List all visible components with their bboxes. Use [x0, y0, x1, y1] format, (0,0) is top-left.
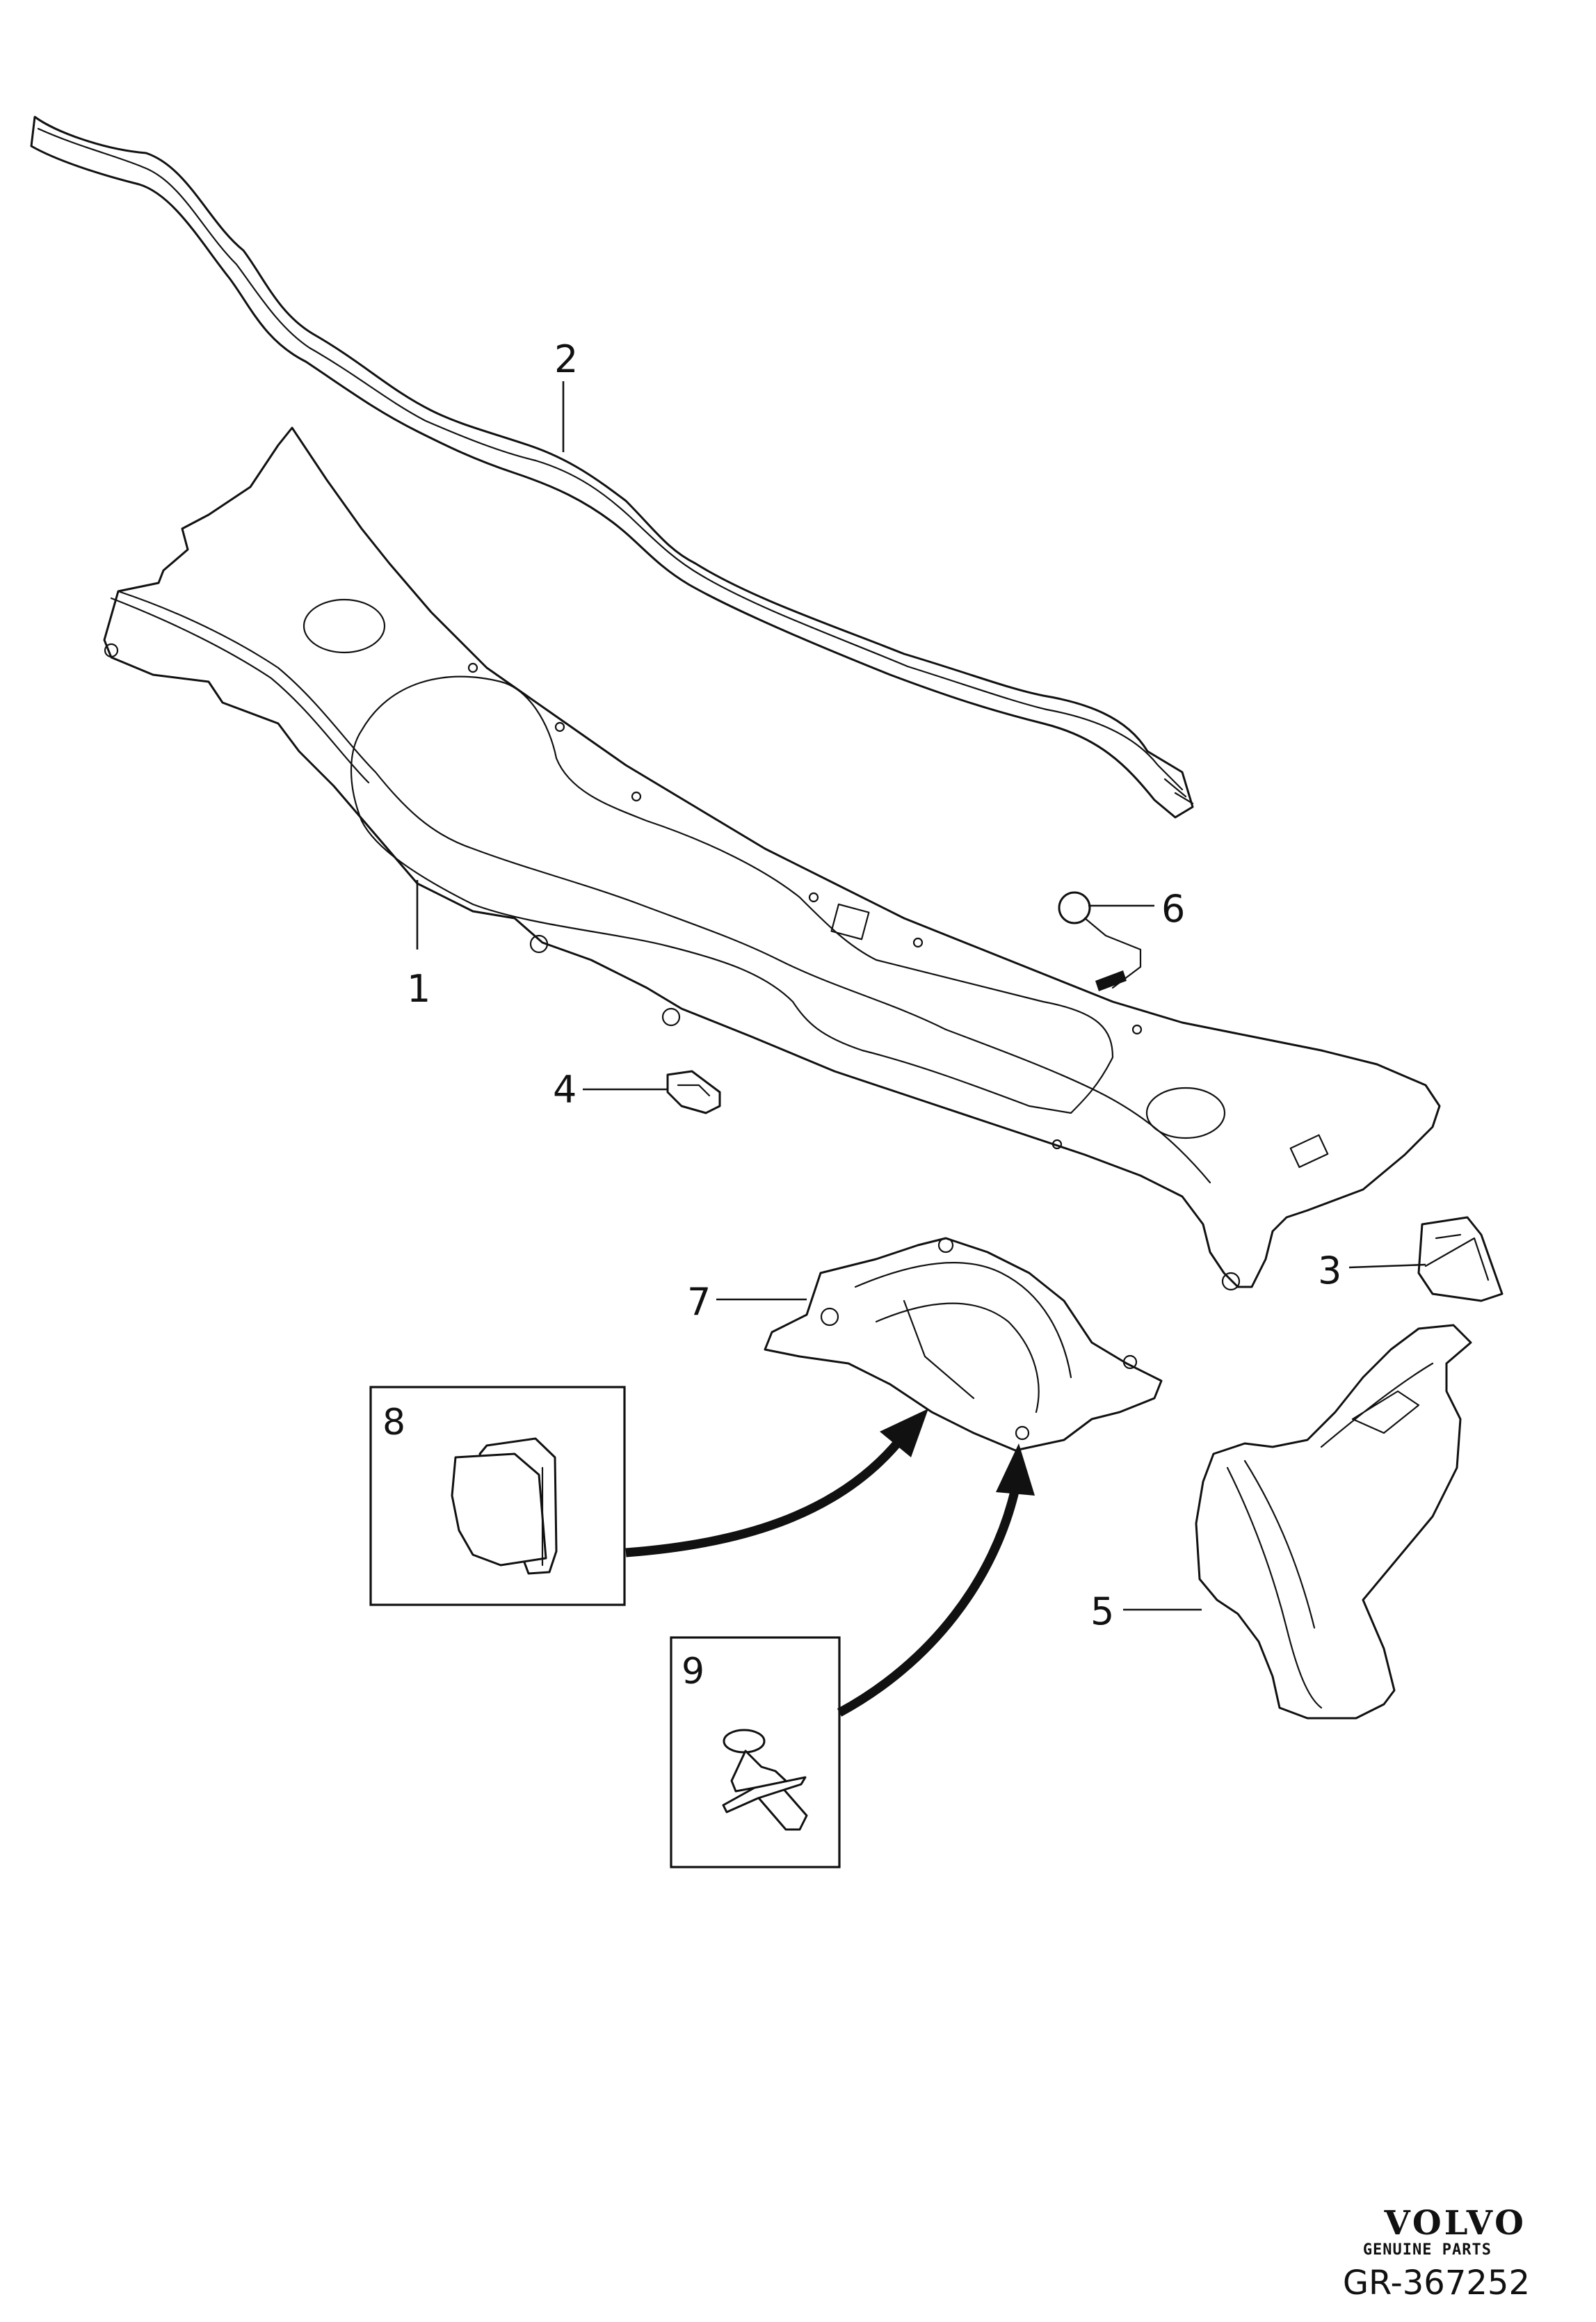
part-2-seal-strip [30, 115, 1194, 819]
diagram-reference-code: GR-367252 [1342, 2264, 1530, 2303]
callout-3: 3 [1318, 1249, 1341, 1292]
callout-4: 4 [553, 1068, 577, 1112]
part-6-clip [1058, 891, 1142, 991]
arrow-9-to-7 [837, 1487, 1020, 1717]
inset-box-9 [670, 1636, 841, 1868]
callout-7: 7 [687, 1280, 711, 1324]
callout-2: 2 [554, 337, 578, 381]
part-7-shield [764, 1237, 1163, 1452]
callout-1: 1 [407, 967, 430, 1011]
callout-8: 8 [382, 1402, 405, 1443]
part-4-clip [666, 1070, 721, 1114]
callout-5: 5 [1090, 1590, 1114, 1633]
part-9-push-rivet [722, 1729, 808, 1831]
genuine-parts-tagline: GENUINE PARTS [1362, 2241, 1492, 2259]
part-3-cover [1417, 1216, 1504, 1302]
arrows [625, 1409, 1035, 1717]
part-5-trim [1195, 1324, 1472, 1720]
callout-6: 6 [1161, 887, 1185, 931]
volvo-logo: VOLVO [1384, 2204, 1526, 2243]
leader-lines [416, 381, 1426, 1611]
leader-3 [1348, 1263, 1426, 1269]
arrow-8-to-7 [625, 1440, 901, 1558]
part-8-clip [451, 1437, 558, 1575]
part-1-cowl-panel [103, 426, 1441, 1291]
callout-9: 9 [682, 1651, 704, 1692]
